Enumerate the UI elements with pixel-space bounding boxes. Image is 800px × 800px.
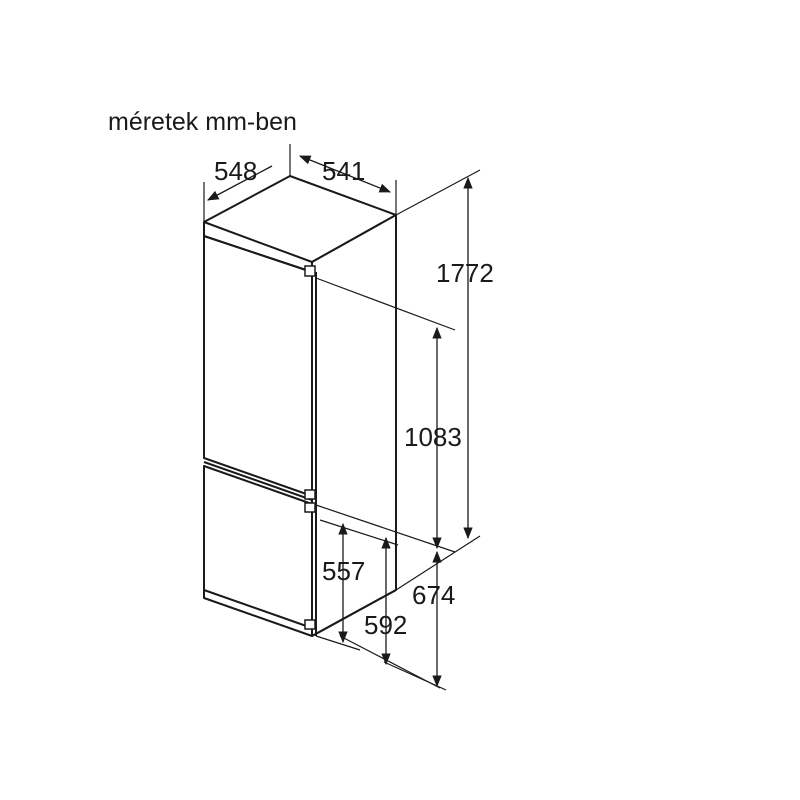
dimension-labels: 548 541 1772 1083 557 592 674 <box>214 156 494 640</box>
label-674: 674 <box>412 580 455 610</box>
upper-hinge <box>304 265 316 277</box>
units-caption: méretek mm-ben <box>108 108 297 136</box>
dim-line-548 <box>206 165 273 201</box>
middle-hinge-bottom <box>304 502 316 513</box>
label-1772: 1772 <box>436 258 494 288</box>
plinth <box>203 589 397 637</box>
upper-door <box>203 235 313 497</box>
lower-hinge <box>304 619 316 630</box>
middle-hinge-top <box>304 489 316 500</box>
label-592: 592 <box>364 610 407 640</box>
extension-lines <box>203 144 481 651</box>
label-1083: 1083 <box>404 422 462 452</box>
cabinet-body <box>203 175 397 637</box>
label-548: 548 <box>214 156 257 186</box>
dim-line-541 <box>298 155 392 193</box>
label-541: 541 <box>322 156 365 186</box>
label-557: 557 <box>322 556 365 586</box>
dimension-lines <box>206 155 473 691</box>
